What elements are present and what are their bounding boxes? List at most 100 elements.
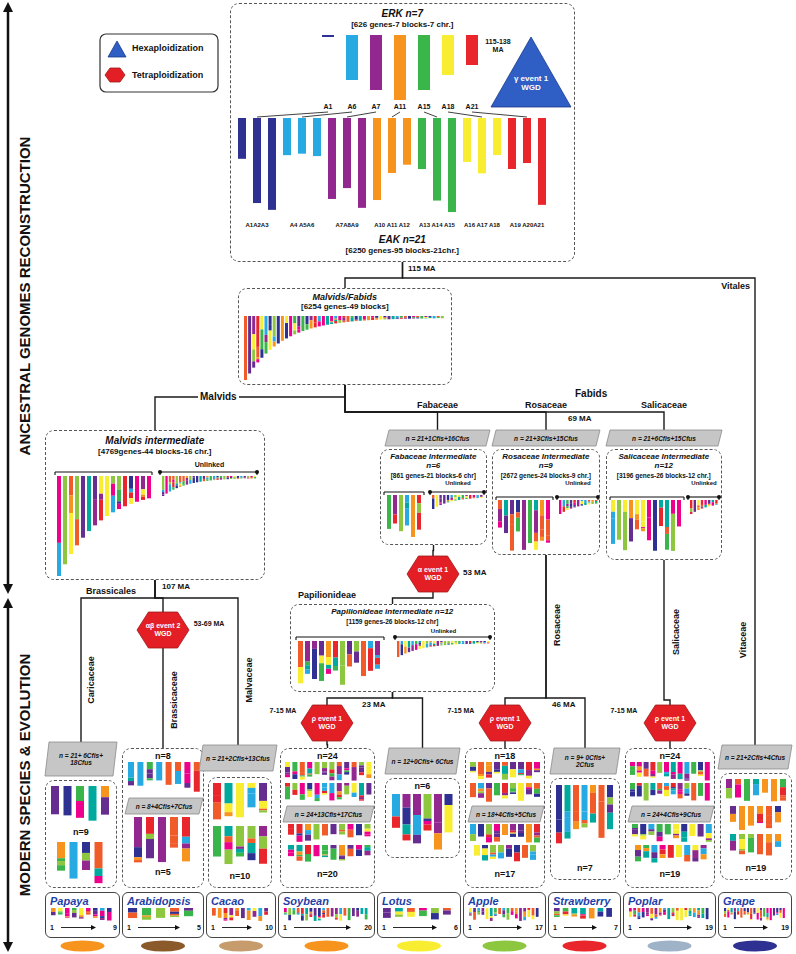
chromosome-segment	[301, 914, 304, 916]
chromosome-segment	[498, 521, 502, 527]
chromosome-segment	[306, 316, 309, 324]
chromosome-segment	[417, 495, 421, 503]
chromosome-segment	[366, 767, 371, 774]
chromosome-segment	[229, 908, 233, 915]
chromosome-segment	[770, 908, 772, 920]
chromosome-segment	[671, 789, 676, 791]
chromosome-segment	[419, 644, 421, 645]
chromosome-segment	[248, 843, 256, 853]
chromosome-segment	[310, 914, 313, 915]
node-text: ρ event 1 WGD	[487, 715, 523, 731]
chromosome-segment	[359, 783, 364, 795]
chromosome-segment	[395, 908, 403, 912]
chromosome-segment	[424, 819, 432, 821]
chromosome-segment	[307, 783, 312, 789]
chromosome-segment	[117, 476, 121, 489]
chromosome-segment	[322, 908, 325, 910]
chromosome-segment	[483, 642, 485, 643]
chromosome-segment	[339, 914, 342, 920]
chromosome-segment	[93, 908, 98, 911]
chromosome-segment	[523, 917, 526, 920]
param-shape	[492, 430, 600, 446]
chromosome-segment	[698, 762, 703, 770]
fission-fusion-tag: n = 9+ 0Cfis+ 2Cfus	[550, 748, 620, 774]
rotated-label: MODERN SPECIES & EVOLUTION	[17, 654, 34, 897]
chromosome-segment	[322, 851, 328, 855]
chromosome-segment	[451, 641, 453, 643]
annotation-label: A7	[365, 103, 387, 111]
leader-line	[557, 496, 598, 497]
chromosome-segment	[735, 779, 741, 784]
chromosome-segment	[365, 851, 371, 855]
chromosome-segment	[502, 915, 505, 918]
node-text: 19	[771, 924, 789, 932]
chromosome-segment	[684, 778, 689, 779]
chromosome-segment	[241, 908, 245, 918]
chromosome-segment	[684, 779, 689, 780]
node-text: [3196 genes-26 blocks-12 chr.]	[609, 472, 719, 479]
species-name: Lotus	[382, 895, 458, 907]
chromosome-segment	[633, 908, 636, 911]
chromosome-segment	[359, 799, 364, 800]
fruit-illustration	[733, 941, 777, 952]
chromosome-segment	[506, 845, 512, 849]
chromosome-segment	[766, 919, 768, 921]
chromosome-segment	[595, 502, 597, 504]
chromosome-segment	[176, 483, 178, 485]
chromosome-segment	[611, 518, 615, 544]
chromosome-segment	[305, 854, 311, 862]
chromosome-segment	[469, 641, 471, 643]
chromosome-segment	[359, 765, 364, 767]
chromosome-segment	[701, 845, 707, 848]
node-text: n = 21+3Cfis+15Cfus	[497, 435, 595, 442]
chromosome-segment	[356, 845, 362, 850]
chromosome-segment	[123, 476, 127, 506]
chromosome-segment	[650, 771, 655, 774]
chromosome-segment	[220, 476, 222, 478]
chromosome-segment	[404, 647, 406, 654]
chromosome-segment	[186, 478, 188, 481]
chromosome-segment	[643, 848, 649, 851]
chromosome-segment	[337, 762, 342, 766]
chromosome-segment	[664, 790, 669, 796]
chromosome-segment	[117, 504, 121, 509]
chromosome-segment	[490, 916, 493, 918]
chromosome-segment	[156, 908, 165, 918]
chromosome-segment	[698, 772, 703, 775]
chromosome-segment	[638, 908, 641, 912]
fission-fusion-tag: n = 21+6Cfis+15Cfus	[606, 430, 722, 446]
chromosome-segment	[458, 497, 460, 500]
chromosome-segment	[748, 806, 754, 826]
chromosome-segment	[72, 908, 77, 910]
chromosome-segment	[762, 779, 768, 793]
chromosome-segment	[86, 911, 91, 913]
chromosome-segment	[238, 118, 246, 159]
chromosome-segment	[458, 643, 460, 644]
chromosome-segment	[86, 908, 91, 911]
leader-line	[302, 112, 352, 117]
chromosome-segment	[182, 837, 190, 844]
chromosome-segment	[165, 476, 167, 494]
chromosome-segment	[673, 824, 679, 829]
species-name: Poplar	[628, 895, 713, 907]
chromosome-segment	[344, 770, 349, 772]
chromosome-segment	[344, 786, 349, 795]
species-panel: Arabidopsis15	[122, 892, 204, 938]
chromosome-segment	[606, 908, 612, 917]
annotation-label: A11	[389, 103, 411, 111]
chromosome-segment	[273, 336, 276, 341]
chromosome-segment	[429, 642, 431, 645]
chromosome-segment	[644, 783, 649, 800]
chromosome-segment	[724, 914, 726, 917]
chromosome-segment	[93, 916, 98, 917]
chromosome-segment	[258, 908, 262, 916]
chromosome-segment	[230, 477, 232, 478]
chromosome-segment	[671, 790, 676, 794]
chromosome-segment	[478, 793, 484, 798]
annotation-label: A18	[437, 103, 459, 111]
chromosome-segment	[170, 914, 179, 916]
chromosome-segment	[310, 320, 313, 328]
chromosome-segment	[312, 641, 317, 649]
chromosome-segment	[668, 845, 674, 858]
chromosome-segment	[502, 910, 505, 914]
